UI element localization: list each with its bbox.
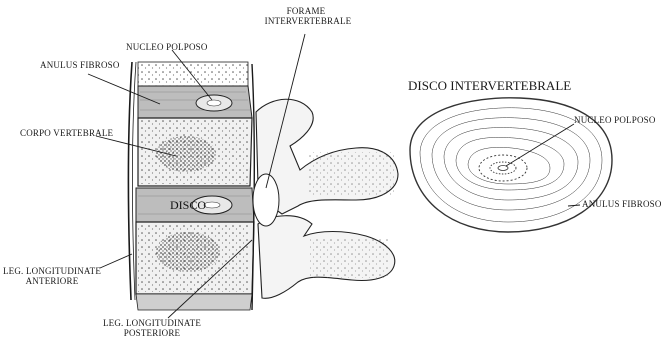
vertebra-top-partial [138,62,248,86]
vertebral-body-lower [136,222,254,294]
bottom-disc [136,294,252,310]
anterior-ligament [128,62,136,300]
label-forame-line2: INTERVERTEBRALE [260,16,356,26]
label-leg-anteriore-line1: LEG. LONGITUDINATE [0,266,104,276]
label-leg-posteriore-line2: POSTERIORE [100,328,204,338]
label-corpo-vertebrale: CORPO VERTEBRALE [20,128,113,138]
vertebral-body-upper [138,118,252,186]
title-disco-intervertebrale: DISCO INTERVERTEBRALE [408,78,571,94]
label-leg-posteriore-line1: LEG. LONGITUDINATE [100,318,204,328]
label-disco: DISCO [170,198,206,213]
label-anulus-fibroso-left: ANULUS FIBROSO [40,60,120,70]
label-nucleo-polposo-right: NUCLEO POLPOSO [574,115,656,125]
label-leg-anteriore-line2: ANTERIORE [0,276,104,286]
posterior-ligament [252,64,254,310]
label-anulus-fibroso-right: ANULUS FIBROSO [582,199,662,209]
intervertebral-foramen [253,174,279,226]
label-nucleo-polposo-left: NUCLEO POLPOSO [126,42,208,52]
label-forame-line1: FORAME [270,6,342,16]
